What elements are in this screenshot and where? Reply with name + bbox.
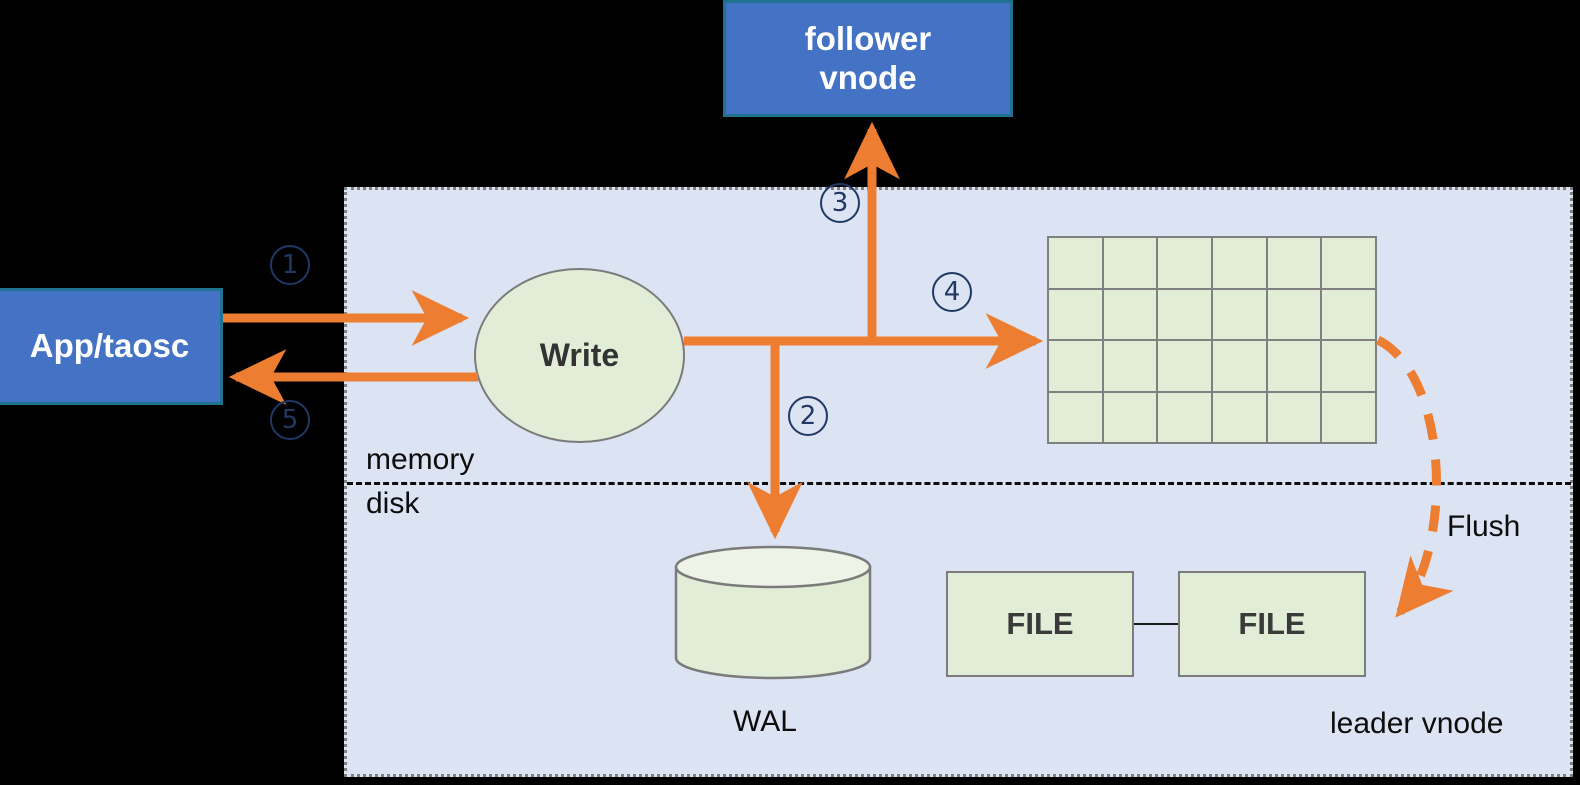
memtable-cell [1213, 289, 1266, 339]
memtable-cell [1103, 392, 1157, 442]
file-box-2: FILE [1178, 571, 1366, 677]
follower-vnode-label-line1: follower [804, 19, 932, 57]
disk-label: disk [366, 487, 420, 520]
wal-label: WAL [733, 705, 797, 738]
write-node: Write [474, 268, 685, 443]
memtable-cell [1049, 289, 1102, 339]
flush-label: Flush [1447, 510, 1521, 543]
leader-vnode-label: leader vnode [1330, 707, 1504, 740]
step-number-3: 3 [820, 183, 860, 223]
memtable-cell [1158, 341, 1211, 391]
memtable-cell [1049, 341, 1102, 391]
follower-vnode-label-line2: vnode [819, 58, 917, 96]
step-number-2: 2 [788, 396, 828, 436]
memtable-cell [1158, 238, 1211, 288]
memtable-cell [1103, 341, 1157, 391]
memtable-cell [1213, 238, 1266, 288]
app-taosc-box: App/taosc [0, 288, 223, 405]
file-box-1: FILE [946, 571, 1134, 677]
memtable-cell [1267, 392, 1321, 442]
follower-vnode-box: follower vnode [723, 0, 1013, 117]
memtable-cell [1103, 238, 1157, 288]
memtable-cell [1322, 289, 1375, 339]
memtable-cell [1322, 238, 1375, 288]
memtable-cell [1213, 392, 1266, 442]
step-number-4: 4 [932, 272, 972, 312]
memtable-cell [1213, 341, 1266, 391]
memtable-cell [1267, 238, 1321, 288]
wal-cylinder [674, 545, 872, 680]
memtable-cell [1158, 392, 1211, 442]
step-number-5: 5 [270, 400, 310, 440]
memtable-cell [1267, 289, 1321, 339]
file-link-connector [1134, 623, 1178, 625]
memory-disk-divider [347, 482, 1571, 485]
memtable-cell [1267, 341, 1321, 391]
memtable-cell [1103, 289, 1157, 339]
step-number-1: 1 [270, 245, 310, 285]
memtable-cell [1049, 238, 1102, 288]
memtable-cell [1322, 392, 1375, 442]
memtable-grid [1047, 236, 1377, 444]
memtable-cell [1158, 289, 1211, 339]
memtable-cell [1049, 392, 1102, 442]
memory-label: memory [366, 443, 475, 476]
memtable-cell [1322, 341, 1375, 391]
